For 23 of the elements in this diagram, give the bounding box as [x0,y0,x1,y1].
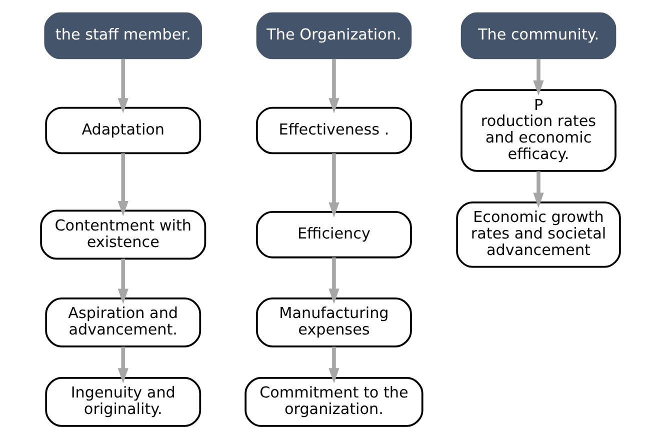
node-box: Manufacturing expenses [256,297,412,348]
node-box: Adaptation [44,106,201,154]
node-box: Commitment to the organization. [244,377,423,427]
node-box: The Organization. [256,12,412,60]
arrow [328,58,339,114]
node-box: Ingenuity and originality. [44,377,201,427]
arrow [117,58,128,114]
arrow [532,171,544,208]
arrow [328,257,339,304]
node-box: Contentment with existence [40,210,206,260]
arrow [117,346,128,384]
node-box: Efficiency [256,210,412,258]
node-box: The community. [460,12,616,60]
node-box: the staff member. [44,12,202,60]
arrow [117,258,128,304]
arrow [117,153,128,216]
node-box: Aspiration and advancement. [44,297,201,348]
node-box: Economic growth rates and societal advancement [456,202,620,268]
arrow [328,346,339,384]
node-box: Effectiveness . [256,106,412,154]
arrow [328,153,339,218]
arrow [532,58,544,96]
node-box: P roduction rates and economic efficacy. [460,89,616,172]
